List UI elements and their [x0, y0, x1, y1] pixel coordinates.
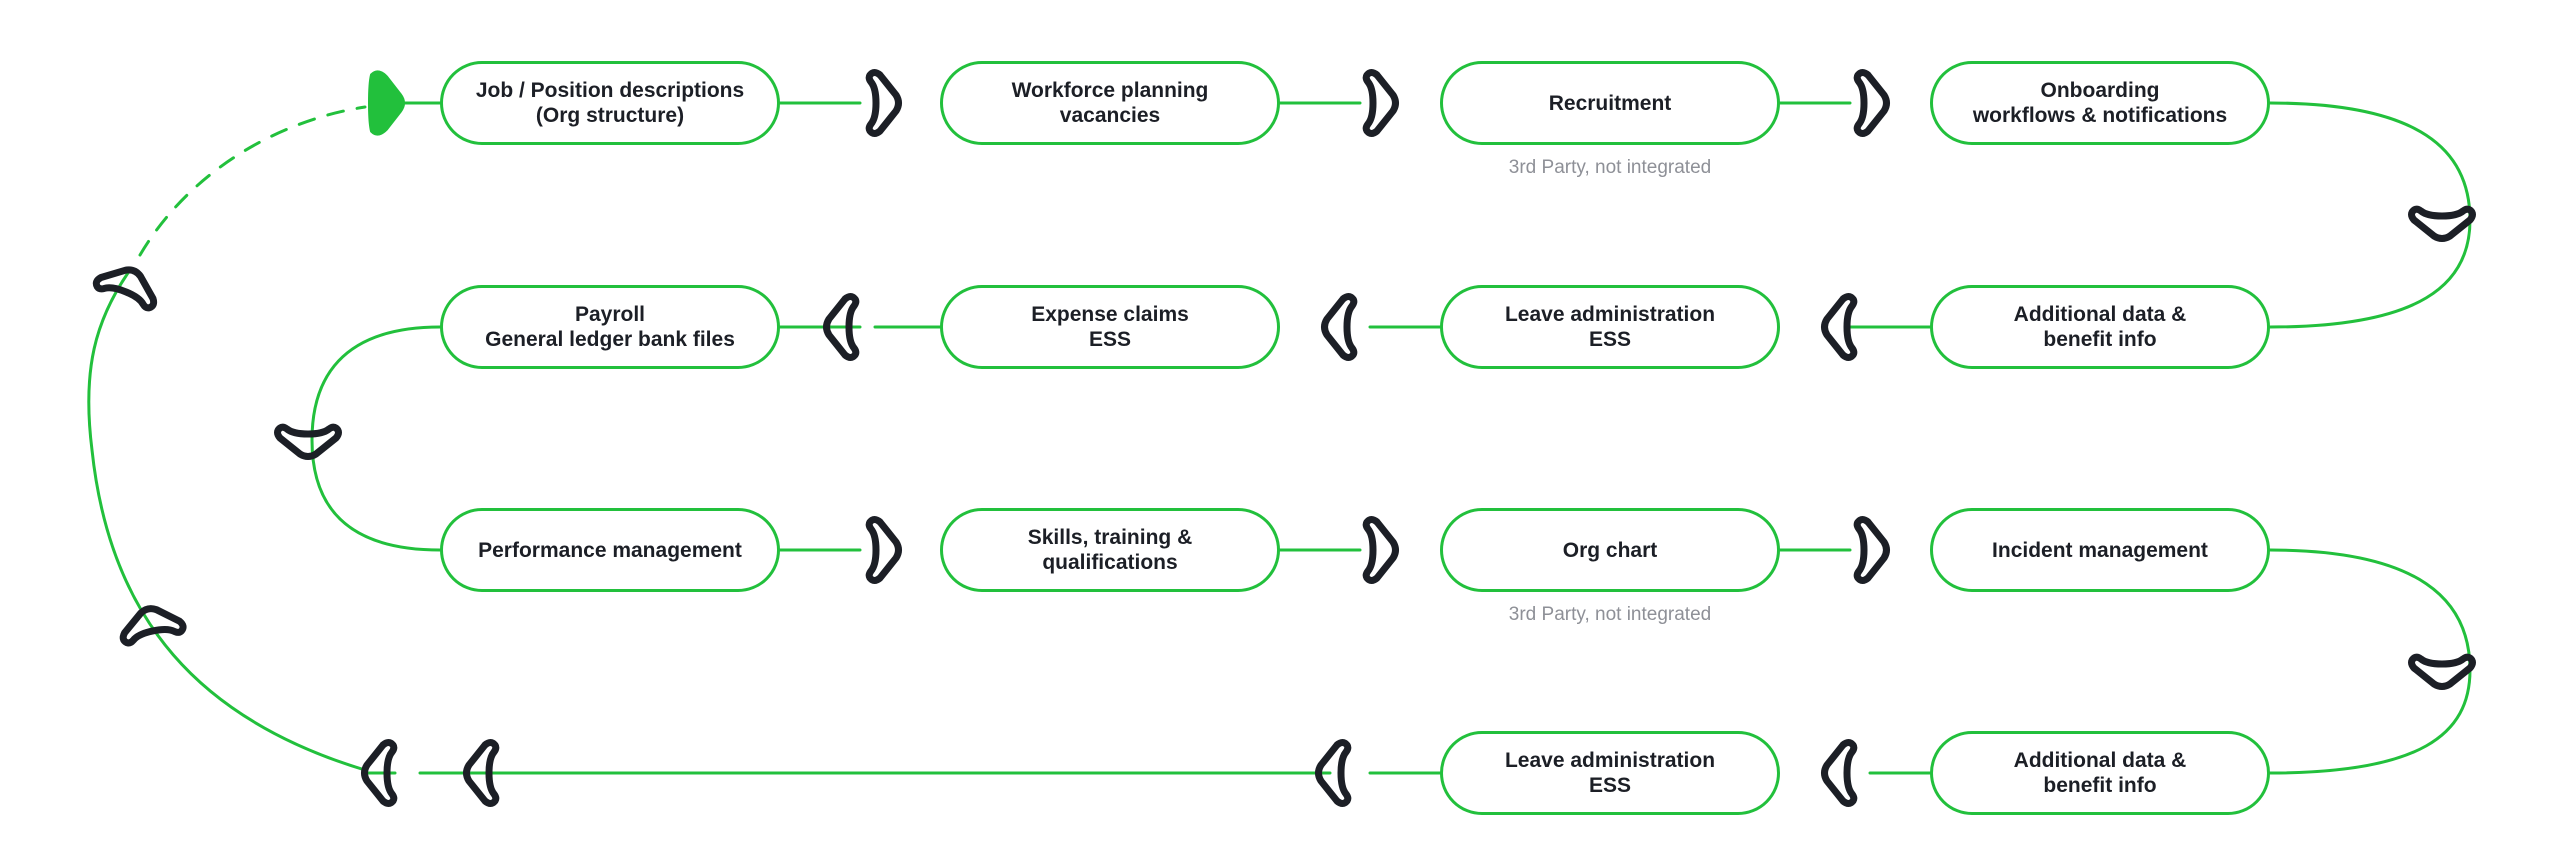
node-label-line: Org chart — [1562, 538, 1658, 562]
return-curve — [87, 268, 367, 772]
node-label-line: vacancies — [1059, 104, 1161, 127]
node-additional-data-2: Additional data & benefit info — [1930, 731, 2270, 815]
node-label-line: (Org structure) — [535, 104, 685, 127]
chevron-right-icon — [865, 516, 902, 584]
chevron-left-icon — [823, 293, 860, 361]
node-label-line: ESS — [1588, 328, 1632, 351]
chevron-left-icon — [1315, 739, 1352, 807]
node-label-line: Payroll — [574, 303, 646, 326]
node-leave-administration-1: Leave administration ESS — [1440, 285, 1780, 369]
node-label-line: General ledger bank files — [485, 328, 735, 351]
node-label-line: ESS — [1588, 774, 1632, 797]
node-label-line: Workforce planning — [1011, 79, 1209, 102]
node-label-line: workflows & notifications — [1972, 104, 2228, 127]
node-label-line: Performance management — [478, 538, 742, 562]
node-label-line: Leave administration — [1504, 749, 1716, 772]
chevron-left-icon — [1321, 293, 1358, 361]
node-org-chart: Org chart — [1440, 508, 1780, 592]
node-label-line: Job / Position descriptions — [475, 79, 745, 102]
node-leave-administration-2: Leave administration ESS — [1440, 731, 1780, 815]
chevron-left-icon — [1821, 293, 1858, 361]
node-skills-training: Skills, training & qualifications — [940, 508, 1280, 592]
chevron-right-icon — [865, 69, 902, 137]
chevron-left-icon — [361, 739, 398, 807]
chevron-down-icon — [2408, 205, 2476, 242]
chevron-right-icon — [1362, 69, 1399, 137]
node-additional-data-1: Additional data & benefit info — [1930, 285, 2270, 369]
node-label-line: Onboarding — [2040, 79, 2160, 102]
node-label-line: Additional data & — [2013, 303, 2187, 326]
node-expense-claims: Expense claims ESS — [940, 285, 1280, 369]
node-label-line: Leave administration — [1504, 303, 1716, 326]
connector-curve — [310, 325, 442, 552]
chevron-right-icon — [1362, 516, 1399, 584]
node-label-line: Incident management — [1992, 538, 2208, 562]
node-label-line: ESS — [1088, 328, 1132, 351]
node-label-line: Expense claims — [1031, 303, 1189, 326]
node-workforce-planning: Workforce planning vacancies — [940, 61, 1280, 145]
node-label-line: benefit info — [2043, 328, 2157, 351]
return-dashed — [138, 105, 367, 257]
chevron-up-icon — [119, 605, 187, 647]
chevron-right-icon — [1853, 516, 1890, 584]
node-note-recruitment: 3rd Party, not integrated — [1508, 157, 1712, 178]
node-onboarding: Onboarding workflows & notifications — [1930, 61, 2270, 145]
chevron-left-icon — [1821, 739, 1858, 807]
node-payroll: Payroll General ledger bank files — [440, 285, 780, 369]
node-label-line: Additional data & — [2013, 749, 2187, 772]
start-triangle-icon — [368, 70, 405, 136]
chevron-down-icon — [2408, 653, 2476, 690]
chevron-down-icon — [274, 423, 342, 460]
node-note-org-chart: 3rd Party, not integrated — [1508, 604, 1712, 625]
node-label-line: qualifications — [1042, 551, 1178, 574]
node-recruitment: Recruitment — [1440, 61, 1780, 145]
node-incident-management: Incident management — [1930, 508, 2270, 592]
node-label-line: Skills, training & — [1027, 526, 1193, 549]
node-performance-management: Performance management — [440, 508, 780, 592]
chevron-left-icon — [463, 739, 500, 807]
node-label-line: Recruitment — [1548, 91, 1672, 115]
node-job-position-descriptions: Job / Position descriptions (Org structu… — [440, 61, 780, 145]
chevron-right-icon — [1853, 69, 1890, 137]
node-label-line: benefit info — [2043, 774, 2157, 797]
chevron-up-icon — [92, 266, 158, 312]
